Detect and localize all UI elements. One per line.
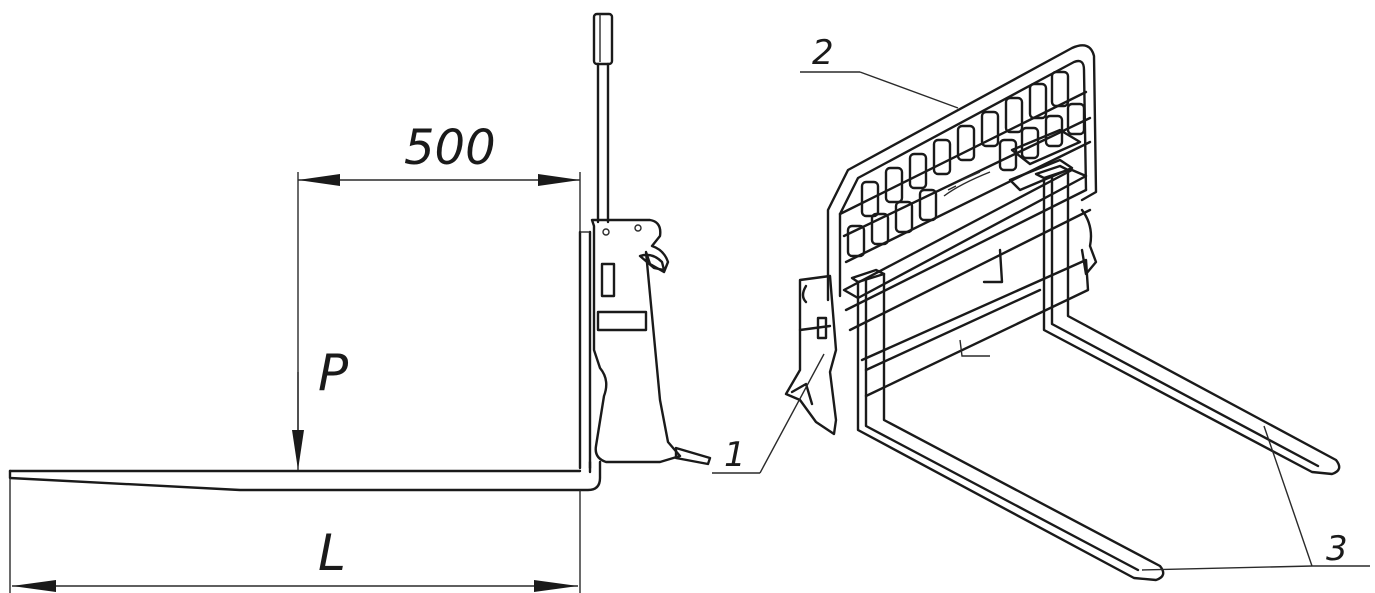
dimension-length: L: [9, 478, 581, 593]
length-label: L: [318, 524, 346, 582]
isometric-view: 1 2 3: [712, 33, 1370, 582]
side-view: 500 P L: [8, 12, 712, 593]
callout-2: 2: [800, 33, 959, 109]
fork-right: [1034, 164, 1341, 476]
callout-1-label: 1: [724, 435, 746, 475]
iso-bracket-right: [1080, 208, 1098, 276]
iso-mounting-bracket: [784, 274, 838, 436]
mounting-bracket: [590, 218, 712, 466]
load-arrow: P: [292, 344, 349, 470]
callout-3: 3: [1141, 425, 1370, 571]
back-plate: [578, 230, 592, 470]
carriage: [842, 128, 1092, 398]
logo-mark-icon: [943, 171, 991, 197]
load-label: P: [318, 344, 349, 402]
callout-1: 1: [712, 353, 825, 475]
fork-side: [8, 460, 602, 492]
fork-left: [850, 268, 1165, 582]
backrest-frame: [826, 44, 1098, 302]
backrest-upper-windows: [860, 70, 1070, 218]
dimension-500-label: 500: [404, 120, 496, 176]
callout-2-label: 2: [812, 33, 834, 73]
mast-handle: [592, 12, 614, 224]
callout-3-label: 3: [1326, 529, 1348, 569]
dimension-500: 500: [297, 120, 581, 470]
